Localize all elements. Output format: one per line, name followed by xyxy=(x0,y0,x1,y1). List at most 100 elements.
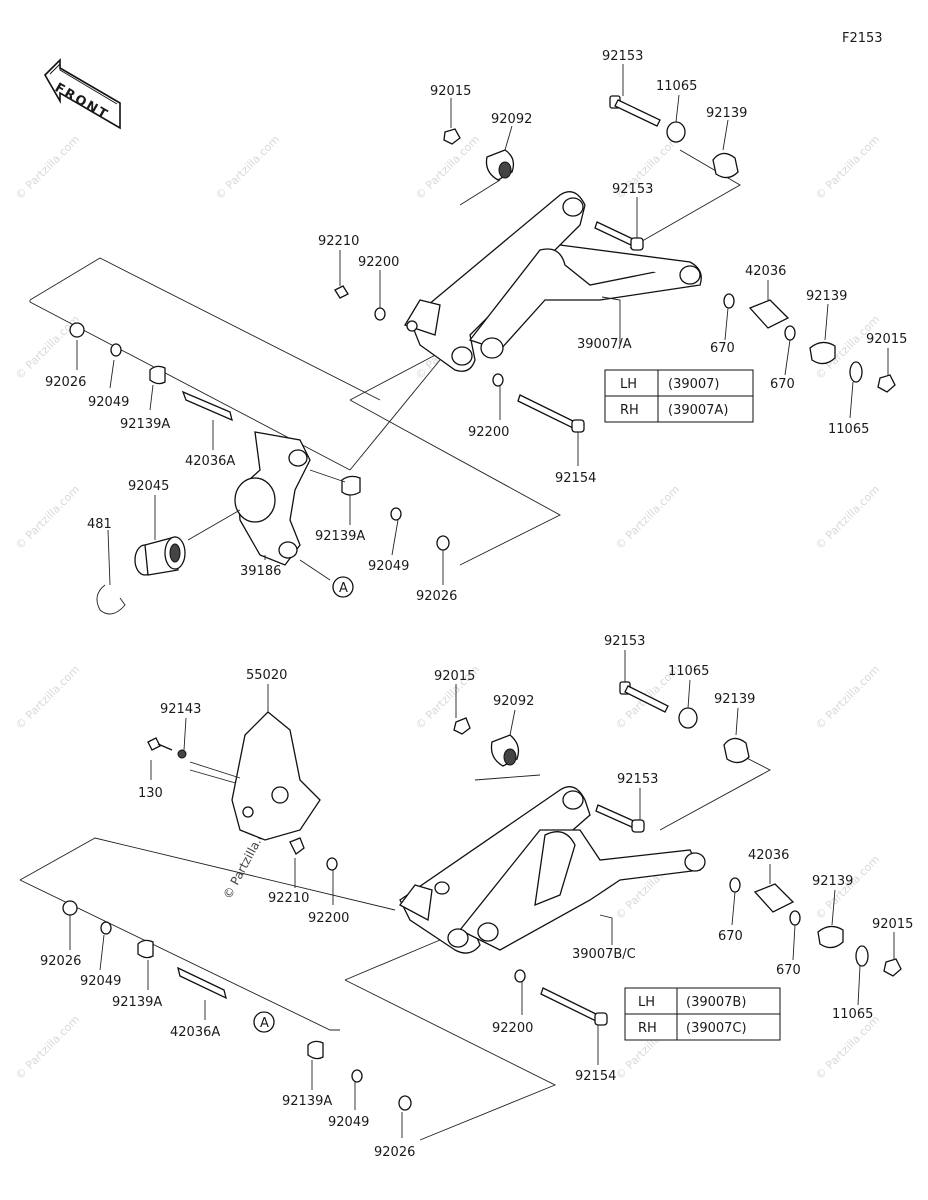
bearing-92045 xyxy=(134,536,186,576)
label-bottom-92139A-a: 92139A xyxy=(112,995,162,1010)
washer-92200-top-mid xyxy=(492,373,504,387)
washer-92200-bottom-b xyxy=(514,969,526,983)
label-top-92139-a: 92139 xyxy=(706,106,747,121)
oring-670-bottom-a xyxy=(729,877,741,893)
shaft-42036A-bottom xyxy=(177,966,227,1000)
washer-11065-bottom-a xyxy=(678,707,698,729)
label-bottom-42036A: 42036A xyxy=(170,1025,220,1040)
bolt-92153-bottom-a xyxy=(619,681,669,713)
diagram-code: F2153 xyxy=(842,31,883,46)
swing-arm-top xyxy=(404,191,702,372)
label-bottom-92200-b: 92200 xyxy=(492,1021,533,1036)
label-bottom-55020: 55020 xyxy=(246,668,287,683)
nut-92015-bottom xyxy=(453,717,471,735)
watermark-15: © Partzilla.com xyxy=(813,1013,882,1082)
label-bottom-42036: 42036 xyxy=(748,848,789,863)
front-arrow-icon: FRONT xyxy=(44,58,121,130)
washer-92026-bottom-left xyxy=(62,900,78,916)
label-bottom-92026-a: 92026 xyxy=(40,954,81,969)
washer-92200-top xyxy=(374,307,386,321)
callout-a-bottom-label: A xyxy=(260,1016,269,1031)
label-bottom-92015-b: 92015 xyxy=(872,917,913,932)
watermark-9: © Partzilla.com xyxy=(13,663,82,732)
label-top-670-b: 670 xyxy=(770,377,795,392)
oring-92049-bottom-left xyxy=(100,921,112,935)
nut-92210-bottom xyxy=(289,837,305,855)
label-bottom-92049-b: 92049 xyxy=(328,1115,369,1130)
label-top-481: 481 xyxy=(87,517,112,532)
watermark-12: © Partzilla.com xyxy=(813,663,882,732)
label-top-42036: 42036 xyxy=(745,264,786,279)
watermark-5: © Partzilla.com xyxy=(813,133,882,202)
label-bottom-92143: 92143 xyxy=(160,702,201,717)
table-bottom-rh: RH xyxy=(638,1021,657,1036)
lh-rh-table-bottom: LH (39007B) RH (39007C) xyxy=(624,987,781,1041)
label-top-42036A: 42036A xyxy=(185,454,235,469)
nut-92015-top-right xyxy=(877,374,896,393)
collar-92139A-bottom-left xyxy=(137,939,154,959)
label-bottom-92154: 92154 xyxy=(575,1069,616,1084)
label-bottom-92210: 92210 xyxy=(268,891,309,906)
watermark-2: © Partzilla.com xyxy=(213,133,282,202)
table-top-rh-code: (39007A) xyxy=(668,403,728,418)
label-top-39186: 39186 xyxy=(240,564,281,579)
collar-92139-top xyxy=(712,152,739,179)
table-bottom-lh: LH xyxy=(638,995,655,1010)
sleeve-42036-bottom xyxy=(753,883,795,913)
oring-92049-bottom-mid xyxy=(351,1069,363,1083)
label-bottom-92153-a: 92153 xyxy=(604,634,645,649)
label-bottom-92139-b: 92139 xyxy=(812,874,853,889)
collar-92139A-top-left xyxy=(149,365,166,385)
label-bottom-92049-a: 92049 xyxy=(80,974,121,989)
washer-11065-top xyxy=(666,121,686,143)
watermark-8: © Partzilla.com xyxy=(813,483,882,552)
watermark-13: © Partzilla.com xyxy=(13,1013,82,1082)
label-bottom-670-a: 670 xyxy=(718,929,743,944)
label-bottom-92153-b: 92153 xyxy=(617,772,658,787)
washer-92143 xyxy=(177,749,187,759)
label-bottom-670-b: 670 xyxy=(776,963,801,978)
label-top-92026-a: 92026 xyxy=(45,375,86,390)
label-top-92153-b: 92153 xyxy=(612,182,653,197)
bolt-92154-bottom xyxy=(540,987,608,1026)
top-assembly: A LH (39007) RH (39007A) 92153 11065 921… xyxy=(29,49,907,615)
label-top-92139A-b: 92139A xyxy=(315,529,365,544)
bushing-92092-top xyxy=(485,149,515,181)
label-top-92200-b: 92200 xyxy=(468,425,509,440)
lh-rh-table-top: LH (39007) RH (39007A) xyxy=(604,369,754,423)
oring-92049-top-mid xyxy=(390,507,402,521)
callout-a-top xyxy=(332,576,354,598)
label-top-39007a: 39007/A xyxy=(577,337,632,352)
label-top-11065-a: 11065 xyxy=(656,79,697,94)
circlip-481 xyxy=(96,584,126,615)
washer-92200-bottom-a xyxy=(326,857,338,871)
label-bottom-92139-a: 92139 xyxy=(714,692,755,707)
screw-130 xyxy=(147,737,173,751)
label-top-92026-b: 92026 xyxy=(416,589,457,604)
oring-670-top-b xyxy=(784,325,796,341)
table-bottom-rh-code: (39007C) xyxy=(686,1021,747,1036)
collar-92139A-bottom-mid xyxy=(307,1040,324,1060)
bolt-92153-top xyxy=(609,95,661,127)
label-top-92200-a: 92200 xyxy=(358,255,399,270)
label-bottom-92092: 92092 xyxy=(493,694,534,709)
bolt-92153-bottom-b xyxy=(595,804,645,833)
nut-92015-top xyxy=(443,128,461,145)
callout-a-top-label: A xyxy=(339,581,348,596)
nut-92015-bottom-b xyxy=(883,958,902,977)
table-top-lh-code: (39007) xyxy=(668,377,720,392)
table-top-rh: RH xyxy=(620,403,639,418)
watermark-3: © Partzilla.com xyxy=(413,133,482,202)
label-bottom-130: 130 xyxy=(138,786,163,801)
label-top-11065-b: 11065 xyxy=(828,422,869,437)
swing-arm-bottom xyxy=(399,786,706,954)
label-top-92210: 92210 xyxy=(318,234,359,249)
label-top-92015-b: 92015 xyxy=(866,332,907,347)
table-top-lh: LH xyxy=(620,377,637,392)
oring-670-top-a xyxy=(723,293,735,309)
collar-92139-bottom-a xyxy=(723,737,750,764)
label-bottom-92139A-b: 92139A xyxy=(282,1094,332,1109)
label-top-92015-a: 92015 xyxy=(430,84,471,99)
oring-670-bottom-b xyxy=(789,910,801,926)
